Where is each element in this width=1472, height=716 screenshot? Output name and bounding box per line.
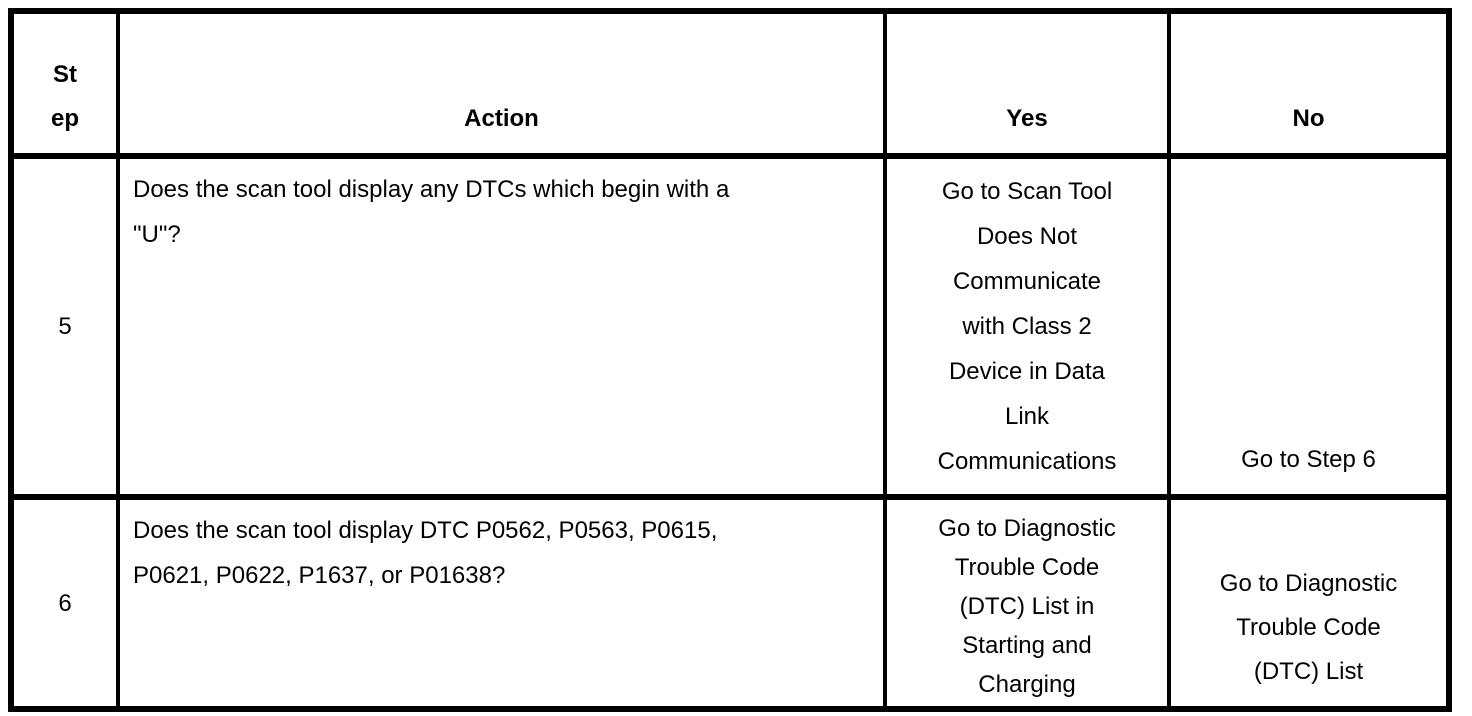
diagnostic-table: St ep Action Yes No 5 Does the scan (8, 8, 1452, 712)
action-text: Does the scan tool display any DTCs whic… (133, 176, 730, 248)
header-yes-label: Yes (1006, 105, 1048, 132)
step-number: 5 (58, 313, 72, 340)
action-cell-5: Does the scan tool display any DTCs whic… (116, 154, 887, 500)
step-cell-5: 5 (9, 154, 120, 500)
no-cell-5: Go to Step 6 (1167, 154, 1451, 500)
table-row-step-5: 5 Does the scan tool display any DTCs wh… (9, 154, 1451, 500)
header-no-label: No (1292, 105, 1325, 132)
no-text: Go to Step 6 (1241, 446, 1376, 473)
header-yes: Yes (883, 9, 1171, 159)
yes-cell-6: Go to Diagnostic Trouble Code (DTC) List… (883, 495, 1171, 711)
table-row-step-6: 6 Does the scan tool display DTC P0562, … (9, 495, 1451, 711)
action-text: Does the scan tool display DTC P0562, P0… (133, 517, 718, 589)
yes-text: Go to Diagnostic Trouble Code (DTC) List… (938, 514, 1116, 698)
no-cell-6: Go to Diagnostic Trouble Code (DTC) List (1167, 495, 1451, 711)
action-cell-6: Does the scan tool display DTC P0562, P0… (116, 495, 887, 711)
yes-cell-5: Go to Scan Tool Does Not Communicate wit… (883, 154, 1171, 500)
yes-text: Go to Scan Tool Does Not Communicate wit… (937, 178, 1117, 475)
no-text: Go to Diagnostic Trouble Code (DTC) List (1219, 570, 1398, 685)
step-cell-6: 6 (9, 495, 120, 711)
header-action: Action (116, 9, 887, 159)
header-step: St ep (9, 9, 120, 159)
header-step-label: St ep (50, 61, 79, 132)
header-row: St ep Action Yes No (9, 9, 1451, 159)
step-number: 6 (58, 589, 72, 617)
header-action-label: Action (464, 105, 539, 132)
header-no: No (1167, 9, 1451, 159)
